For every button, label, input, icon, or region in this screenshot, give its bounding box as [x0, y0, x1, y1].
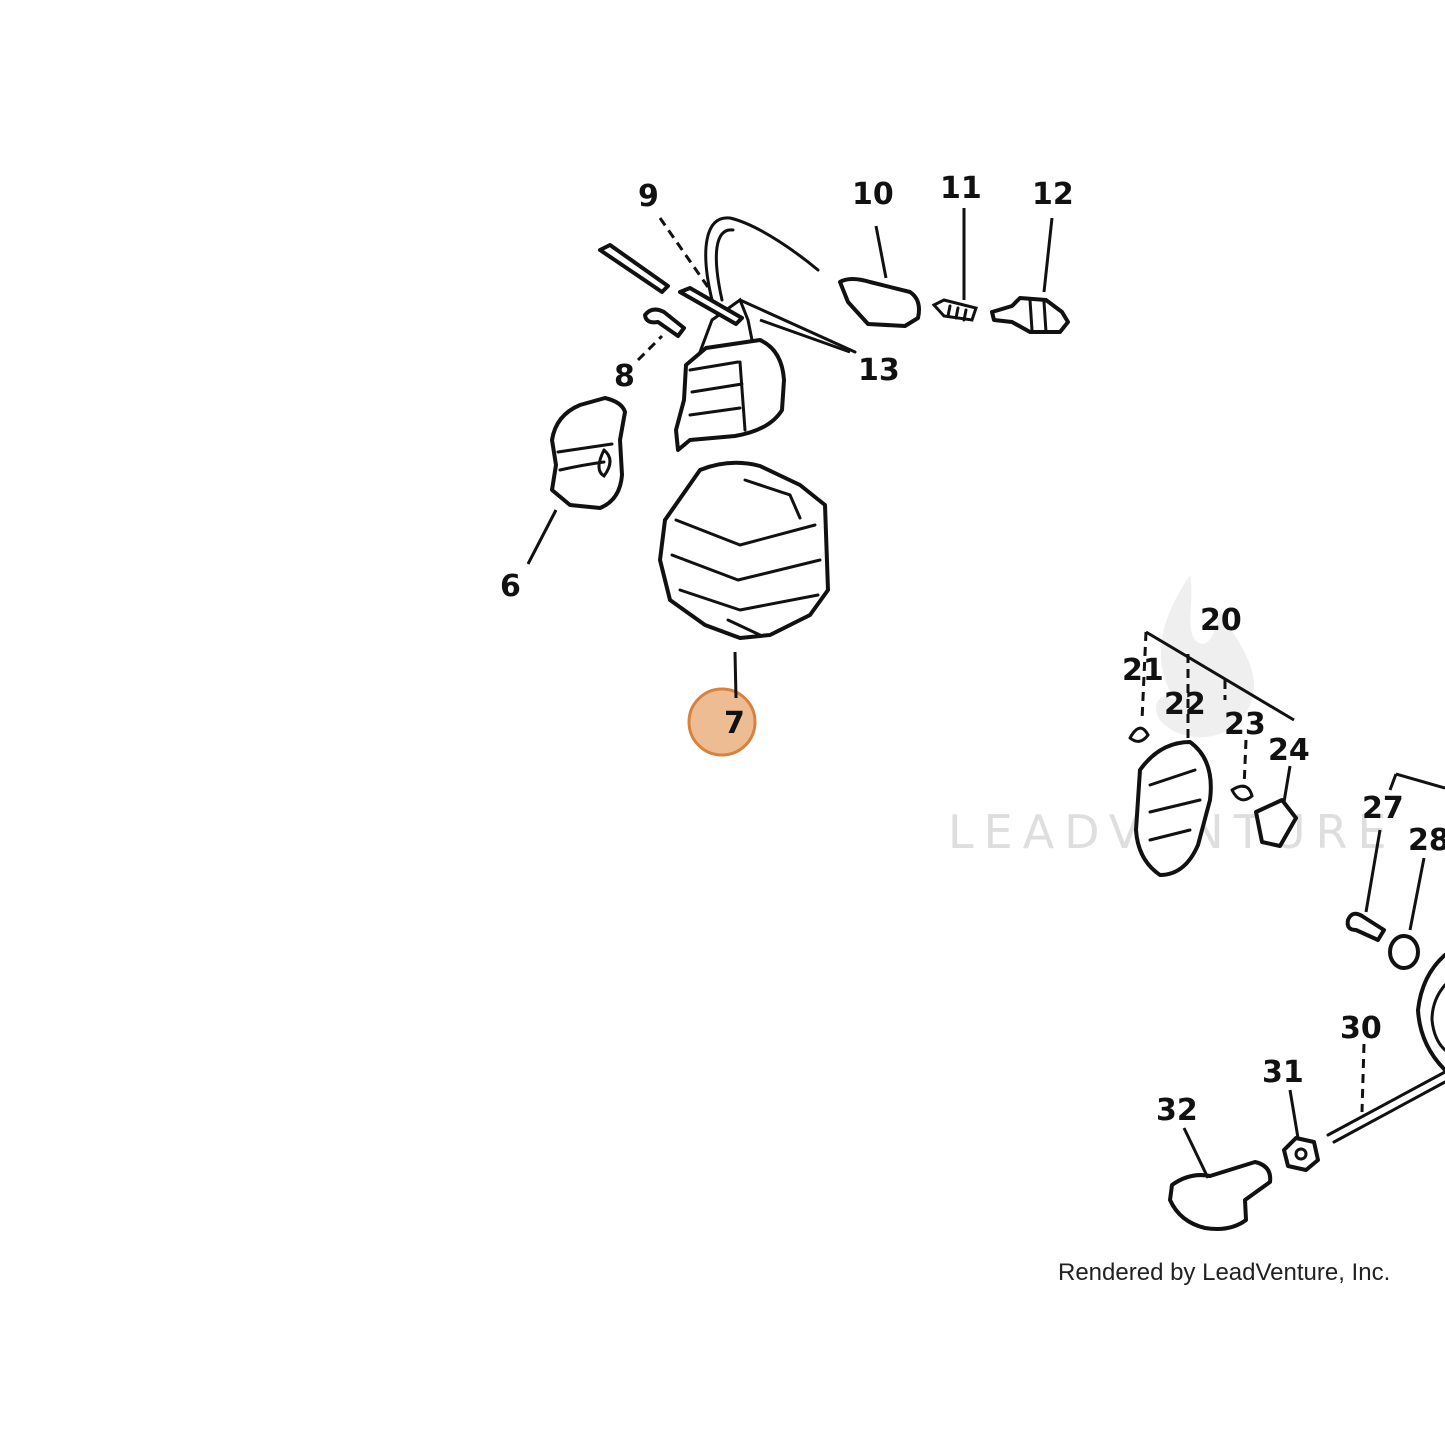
part-washer[interactable] [1388, 934, 1420, 970]
callout-9[interactable]: 9 [638, 179, 659, 214]
callout-32[interactable]: 32 [1156, 1093, 1198, 1128]
part-starter-pulley[interactable] [1134, 740, 1213, 877]
callout-30[interactable]: 30 [1340, 1011, 1382, 1046]
callout-21[interactable]: 21 [1122, 653, 1164, 688]
callout-23[interactable]: 23 [1224, 707, 1266, 742]
callout-13[interactable]: 13 [858, 353, 900, 388]
part-starter-rope[interactable] [1326, 1070, 1445, 1144]
part-spark-plug-cap[interactable] [838, 277, 921, 328]
render-credit: Rendered by LeadVenture, Inc. [1058, 1259, 1390, 1286]
part-spark-plug[interactable] [990, 296, 1070, 334]
part-ratchet-spring[interactable] [1230, 784, 1254, 802]
part-flywheel[interactable] [658, 460, 830, 640]
callout-12[interactable]: 12 [1032, 177, 1074, 212]
part-ground-wire[interactable] [598, 243, 670, 294]
callout-22[interactable]: 22 [1164, 687, 1206, 722]
callout-28[interactable]: 28 [1408, 823, 1445, 858]
callout-20[interactable]: 20 [1200, 603, 1242, 638]
part-starter-handle[interactable] [1168, 1160, 1273, 1231]
part-nut[interactable] [1282, 1136, 1320, 1172]
callout-6[interactable]: 6 [500, 569, 521, 604]
callout-7[interactable]: 7 [724, 706, 745, 741]
part-coil-screw[interactable] [643, 307, 686, 338]
callout-10[interactable]: 10 [852, 177, 894, 212]
callout-27[interactable]: 27 [1362, 791, 1404, 826]
leader-lines [526, 208, 1445, 1179]
callout-31[interactable]: 31 [1262, 1055, 1304, 1090]
callout-24[interactable]: 24 [1268, 733, 1310, 768]
callout-8[interactable]: 8 [614, 359, 635, 394]
part-high-tension-cord[interactable] [704, 216, 857, 354]
part-clutch-shoe[interactable] [550, 396, 627, 510]
part-wire-strip[interactable] [678, 286, 744, 326]
part-starter-housing-rim [1430, 983, 1445, 1052]
part-pawl[interactable] [1254, 798, 1298, 848]
callout-11[interactable]: 11 [940, 171, 982, 206]
part-pawl-spring[interactable] [1128, 726, 1150, 743]
part-screw[interactable] [1345, 911, 1386, 942]
part-spring[interactable] [931, 298, 978, 322]
callouts: 6 7 8 9 10 11 12 13 20 21 22 23 24 27 28… [500, 171, 1445, 1128]
highlight-marker[interactable] [687, 687, 757, 757]
watermark-flame-icon [1155, 575, 1255, 738]
